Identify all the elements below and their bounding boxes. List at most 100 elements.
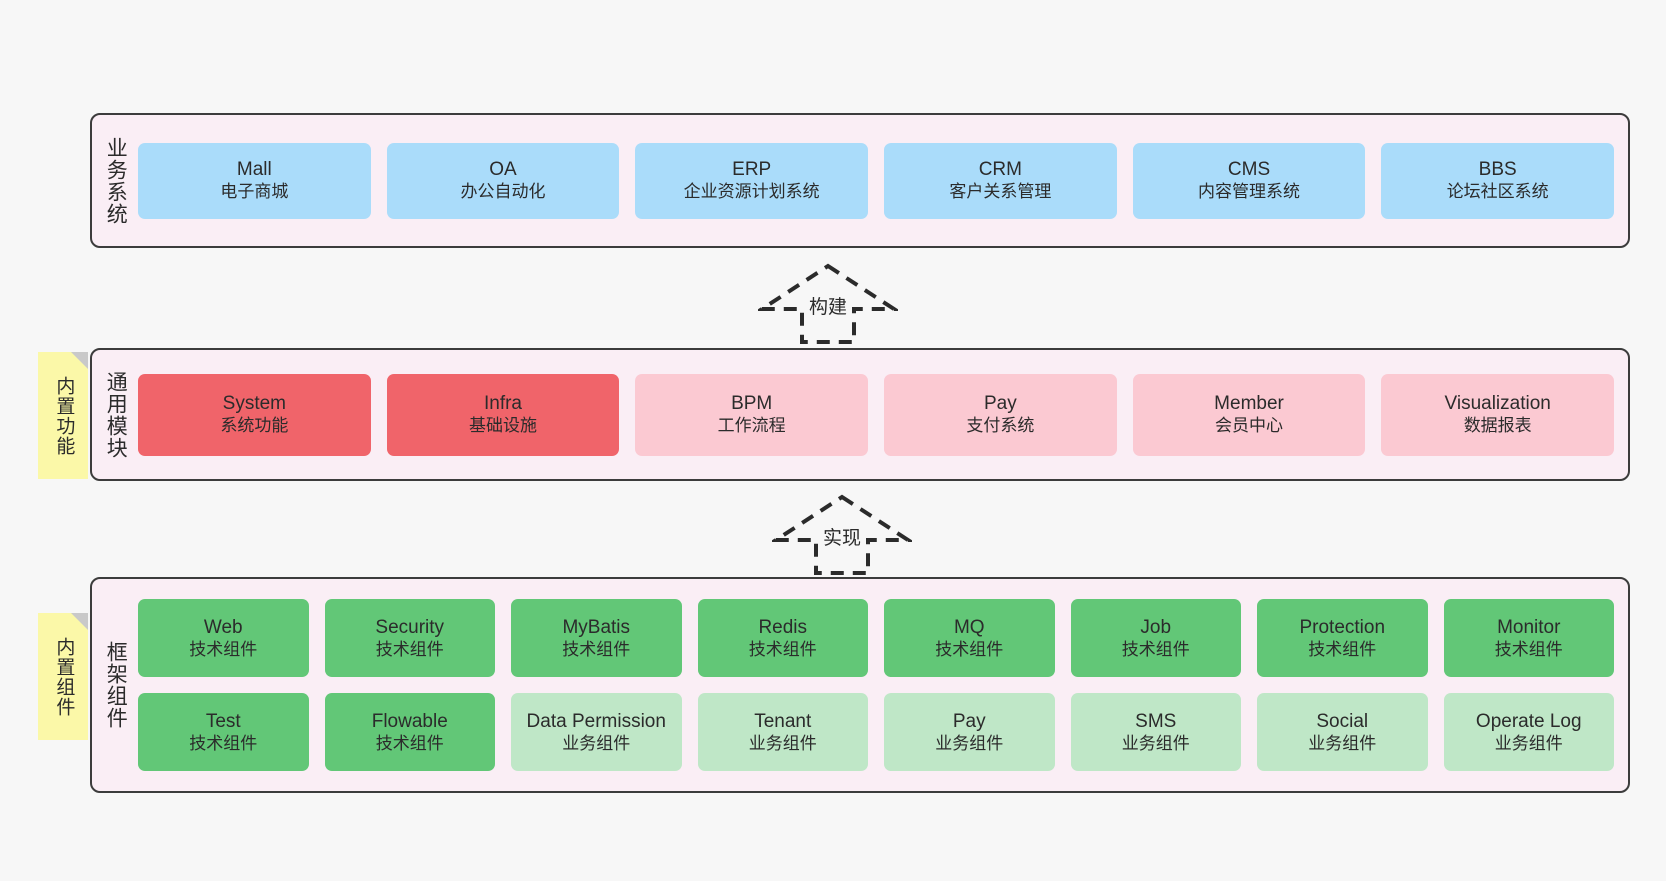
note-label: 内置组件 — [53, 636, 75, 717]
node-subtitle: 企业资源计划系统 — [683, 182, 820, 202]
node-subtitle: 技术组件 — [562, 639, 631, 659]
node-infra[interactable]: Infra 基础设施 — [386, 373, 620, 456]
node-mybatis[interactable]: MyBatis 技术组件 — [511, 599, 682, 677]
node-title: Web — [203, 616, 243, 638]
node-subtitle: 工作流程 — [717, 416, 786, 436]
node-test[interactable]: Test 技术组件 — [138, 693, 309, 771]
node-crm[interactable]: CRM 客户关系管理 — [884, 142, 1117, 219]
node-subtitle: 技术组件 — [189, 639, 258, 659]
node-subtitle: 技术组件 — [189, 733, 258, 753]
layer-common-modules: 通用模块 System 系统功能 Infra 基础设施 BPM 工作流程 Pay… — [90, 348, 1630, 481]
node-title: Operate Log — [1475, 710, 1582, 732]
note-builtin-components: 内置组件 — [38, 613, 88, 740]
layer-body-framework-components: Web 技术组件 Security 技术组件 MyBatis 技术组件 Redi… — [138, 579, 1628, 791]
node-title: Pay — [952, 710, 986, 732]
node-subtitle: 业务组件 — [935, 733, 1004, 753]
note-fold-corner-icon — [71, 352, 88, 369]
layer-label-common-modules: 通用模块 — [104, 370, 128, 459]
node-subtitle: 内容管理系统 — [1198, 182, 1301, 202]
node-title: Tenant — [754, 710, 812, 732]
node-subtitle: 业务组件 — [1308, 733, 1377, 753]
node-subtitle: 客户关系管理 — [949, 182, 1052, 202]
node-pay-component[interactable]: Pay 业务组件 — [884, 693, 1055, 771]
node-subtitle: 业务组件 — [1121, 733, 1190, 753]
node-redis[interactable]: Redis 技术组件 — [697, 599, 868, 677]
node-subtitle: 业务组件 — [562, 733, 631, 753]
node-subtitle: 技术组件 — [748, 639, 817, 659]
node-title: Pay — [983, 393, 1017, 415]
node-erp[interactable]: ERP 企业资源计划系统 — [635, 142, 869, 219]
node-cms[interactable]: CMS 内容管理系统 — [1132, 142, 1366, 219]
layer-body-business-systems: Mall 电子商城 OA 办公自动化 ERP 企业资源计划系统 CRM 客户关系… — [138, 115, 1628, 246]
node-title: Visualization — [1444, 393, 1551, 415]
implement-arrow-label: 实现 — [822, 528, 861, 549]
node-title: ERP — [732, 159, 772, 181]
node-bbs[interactable]: BBS 论坛社区系统 — [1381, 142, 1615, 219]
node-mall[interactable]: Mall 电子商城 — [138, 142, 371, 219]
node-title: Security — [375, 616, 445, 638]
node-web[interactable]: Web 技术组件 — [138, 599, 309, 677]
node-member[interactable]: Member 会员中心 — [1132, 373, 1366, 456]
node-system[interactable]: System 系统功能 — [138, 373, 371, 456]
note-builtin-features: 内置功能 — [38, 352, 88, 479]
node-subtitle: 会员中心 — [1215, 416, 1284, 436]
build-arrow: 构建 — [758, 262, 898, 344]
node-title: Protection — [1299, 616, 1386, 638]
node-subtitle: 业务组件 — [1494, 733, 1563, 753]
node-title: BBS — [1478, 159, 1517, 181]
node-operate-log[interactable]: Operate Log 业务组件 — [1443, 693, 1614, 771]
node-title: Flowable — [371, 710, 448, 732]
layer-framework-components: 框架组件 Web 技术组件 Security 技术组件 MyBatis 技术组件… — [90, 577, 1630, 793]
node-job[interactable]: Job 技术组件 — [1070, 599, 1241, 677]
node-oa[interactable]: OA 办公自动化 — [386, 142, 620, 219]
node-subtitle: 数据报表 — [1463, 416, 1532, 436]
node-title: SMS — [1135, 710, 1177, 732]
node-subtitle: 基础设施 — [469, 416, 537, 436]
node-title: Mall — [236, 159, 272, 181]
implement-arrow: 实现 — [772, 493, 912, 575]
node-title: Data Permission — [526, 710, 666, 732]
node-visualization[interactable]: Visualization 数据报表 — [1381, 373, 1615, 456]
node-title: CMS — [1227, 159, 1271, 181]
node-security[interactable]: Security 技术组件 — [324, 599, 495, 677]
build-arrow-label: 构建 — [808, 297, 847, 318]
node-title: Member — [1214, 393, 1284, 415]
node-subtitle: 技术组件 — [375, 733, 444, 753]
node-subtitle: 业务组件 — [748, 733, 817, 753]
node-title: MyBatis — [562, 616, 631, 638]
node-title: Infra — [483, 393, 523, 415]
node-subtitle: 技术组件 — [1494, 639, 1563, 659]
layer-label-business-systems: 业务系统 — [104, 136, 128, 225]
node-subtitle: 办公自动化 — [460, 182, 546, 202]
node-title: Test — [205, 710, 241, 732]
node-bpm[interactable]: BPM 工作流程 — [635, 373, 869, 456]
node-monitor[interactable]: Monitor 技术组件 — [1443, 599, 1614, 677]
node-subtitle: 技术组件 — [1308, 639, 1377, 659]
node-title: MQ — [953, 616, 985, 638]
node-title: System — [222, 393, 287, 415]
node-title: Social — [1316, 710, 1369, 732]
layer-business-systems: 业务系统 Mall 电子商城 OA 办公自动化 ERP 企业资源计划系统 CRM… — [90, 113, 1630, 248]
node-subtitle: 技术组件 — [1121, 639, 1190, 659]
node-title: CRM — [978, 159, 1022, 181]
node-social[interactable]: Social 业务组件 — [1257, 693, 1428, 771]
note-fold-corner-icon — [71, 613, 88, 630]
note-label: 内置功能 — [53, 375, 75, 456]
node-pay[interactable]: Pay 支付系统 — [884, 373, 1117, 456]
node-mq[interactable]: MQ 技术组件 — [884, 599, 1055, 677]
node-subtitle: 系统功能 — [220, 416, 289, 436]
node-flowable[interactable]: Flowable 技术组件 — [324, 693, 495, 771]
layer-body-common-modules: System 系统功能 Infra 基础设施 BPM 工作流程 Pay 支付系统… — [138, 350, 1628, 479]
node-title: Job — [1140, 616, 1172, 638]
node-data-permission[interactable]: Data Permission 业务组件 — [511, 693, 682, 771]
framework-row-technical: Web 技术组件 Security 技术组件 MyBatis 技术组件 Redi… — [138, 599, 1614, 677]
node-subtitle: 技术组件 — [375, 639, 444, 659]
node-sms[interactable]: SMS 业务组件 — [1070, 693, 1241, 771]
node-title: Monitor — [1497, 616, 1561, 638]
node-tenant[interactable]: Tenant 业务组件 — [697, 693, 868, 771]
node-title: Redis — [758, 616, 808, 638]
layer-label-framework-components: 框架组件 — [104, 641, 128, 729]
node-protection[interactable]: Protection 技术组件 — [1257, 599, 1428, 677]
node-subtitle: 论坛社区系统 — [1446, 182, 1549, 202]
